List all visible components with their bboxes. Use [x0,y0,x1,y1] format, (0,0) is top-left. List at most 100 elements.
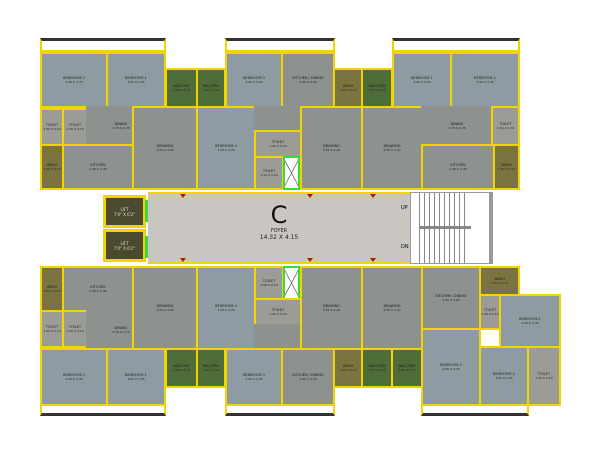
room-passage [254,106,302,132]
duct-shaft [283,156,300,190]
duct-shaft [283,266,300,300]
room-dims: 1.50 X 2.13 [339,88,357,92]
room-dims: 1.50 X 2.10 [66,127,84,131]
top-middle-terrace [225,38,335,52]
room-dims: 3.00 X 3.35 [476,80,494,84]
stair-wall [490,192,493,264]
lift-label: LIFT [120,206,129,212]
room-dims: 1.50 X 2.10 [535,376,553,380]
room-label: BEDROOM-2 [474,76,496,80]
room-label: BEDROOM-2 [493,372,515,376]
lift-label: LIFT [120,240,129,246]
room-label: BEDROOM-2 [215,304,237,308]
stairs-up-label: UP [401,205,408,211]
room-label: WASH [501,163,512,167]
room-passage [254,324,302,350]
room-label: BALCONY [173,364,190,368]
entry-door-marker [370,258,376,262]
room-label: WASH [494,277,505,281]
room-dims: 3.05 X 4.20 [156,308,174,312]
room-dims: 1.50 X 2.13 [497,167,516,171]
room-label: DRAWING [383,304,401,308]
room-label: TOILET [271,140,285,144]
room-dims: 3.00 X 3.35 [127,80,145,84]
room-label: DRAWING [383,144,401,148]
entry-door-marker [180,258,186,262]
room-dims: 1.52 X 2.13 [398,368,416,372]
stairs-down-label: DN [401,244,409,250]
room-label: KITCHEN [450,163,466,167]
lift-door [145,236,148,258]
room-dims: 3.00 X 3.35 [413,80,431,84]
staircase [410,192,490,264]
room-label: TOILET [45,325,59,329]
entry-door-marker [307,258,313,262]
room-label: KITCHEN / DINING [435,294,467,298]
room-label: TOILET [262,279,276,283]
room-label: BEDROOM-3 [243,76,265,80]
room-dims: 1.50 X 2.10 [496,126,515,130]
room-label: WASH [46,285,58,289]
room-dims: 3.00 X 3.35 [127,377,145,381]
bottom-left-terrace [40,404,166,416]
room-label: DRAWING [322,304,340,308]
room-dims: 3.05 X 4.20 [383,148,401,152]
room-dims: 2.45 X 2.45 [89,289,107,293]
room-dims: 1.50 X 2.10 [66,329,84,333]
room-label: BALCONY [368,364,386,368]
room-label: BEDROOM-1 [411,76,433,80]
room-label: TOILET [45,123,59,127]
room-dims: 3.00 X 3.35 [65,80,83,84]
room-dims: 1.50 X 2.13 [339,368,357,372]
room-label: DINING [450,122,464,126]
room-label: TOILET [68,123,82,127]
room-dims: 3.00 X 3.35 [521,321,539,325]
room-dims: 1.50 X 2.10 [43,329,61,333]
room-label: TOILET [271,308,285,312]
room-dims: 3.00 X 3.05 [245,377,263,381]
foyer-name: FOYER [270,228,288,234]
room-label: BALCONY [173,84,190,88]
bottom-right-terrace [421,404,529,416]
entry-door-marker [370,194,376,198]
room-label: WASH [342,84,354,88]
room-label: DRAWING [156,144,174,148]
room-dims: 1.50 X 2.13 [490,281,509,285]
room-dims: 1.52 X 2.13 [202,368,220,372]
room-label: TOILET [499,122,512,126]
room-dims: 2.90 X 3.20 [299,377,317,381]
foyer-dims: 14.32 X 4.15 [259,234,299,241]
entry-door-marker [180,194,186,198]
room-dims: 2.90 X 3.20 [299,80,317,84]
room-label: KITCHEN [90,285,106,289]
room-dims: 1.52 X 2.13 [172,368,191,372]
